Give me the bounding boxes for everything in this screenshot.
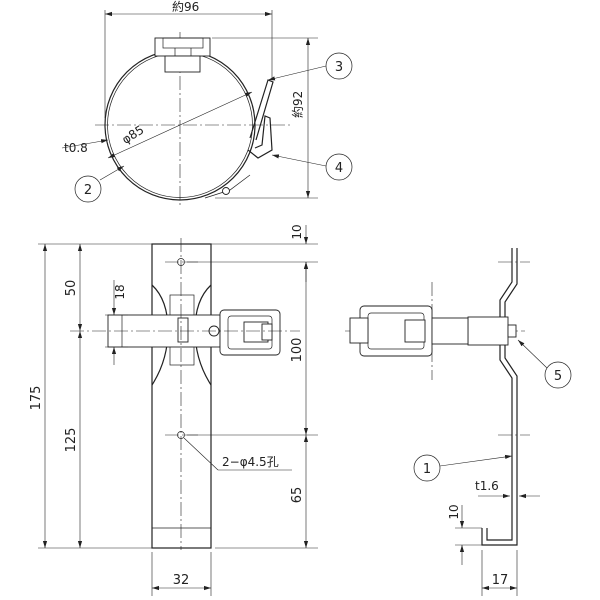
dim-upper: 50: [64, 280, 79, 297]
balloon-5: 5: [517, 339, 572, 389]
dim-depth: 17: [492, 573, 509, 588]
mounting-plate: [151, 243, 212, 549]
svg-text:5: 5: [554, 369, 562, 384]
hole-note: 2−φ4.5孔: [222, 455, 279, 469]
dim-plate-thickness: t1.6: [475, 479, 499, 493]
front-buckle: [219, 309, 281, 356]
dim-band-width: 18: [113, 284, 127, 299]
side-band: [467, 316, 509, 346]
dim-diameter: φ85: [119, 123, 146, 147]
buckle-hook: [247, 115, 273, 159]
dim-top-height: 約92: [290, 91, 305, 118]
side-buckle: [349, 305, 517, 357]
dim-hook-height: 10: [447, 504, 461, 519]
balloon-3: 3: [267, 52, 353, 81]
dim-total-height: 175: [29, 386, 44, 411]
dim-bottom-offset: 65: [290, 487, 305, 504]
dim-top-width: 約96: [172, 0, 199, 14]
top-view: φ85 t0.8 約96 約92: [61, 0, 318, 205]
top-clip: [154, 37, 211, 73]
svg-text:4: 4: [335, 161, 343, 176]
balloon-4: 4: [271, 153, 353, 181]
side-view: t1.6 10 17: [345, 248, 540, 596]
buckle-latch: [249, 79, 274, 141]
dim-thickness: t0.8: [64, 141, 88, 155]
front-view: 175 50 125 18 10 100 65 32 2−φ4.5孔: [29, 224, 318, 596]
balloon-1: 1: [413, 454, 513, 482]
svg-text:3: 3: [335, 60, 343, 75]
svg-text:2: 2: [84, 183, 92, 198]
side-plate-profile: [486, 248, 513, 541]
balloon-2: 2: [74, 165, 125, 203]
svg-text:1: 1: [423, 462, 431, 477]
dim-top-offset: 10: [290, 224, 304, 239]
dim-lower: 125: [64, 428, 79, 453]
dim-plate-width: 32: [173, 573, 190, 588]
dim-hole-pitch: 100: [290, 338, 305, 363]
